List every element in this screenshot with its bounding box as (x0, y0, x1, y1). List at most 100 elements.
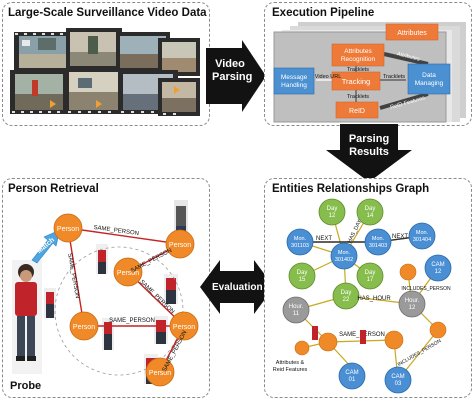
node-mon301103-l1: Mon. (294, 236, 307, 242)
node-mon301103: Mon.301103 (286, 228, 314, 256)
svg-text:Person: Person (169, 242, 191, 249)
svg-text:Person: Person (173, 324, 195, 331)
retrieval-title: Person Retrieval (8, 183, 99, 195)
pipeline-title: Execution Pipeline (272, 7, 375, 19)
box-attr-recognition-2: Recognition (341, 56, 376, 63)
node-mon301402: Mon.301402 (330, 242, 358, 270)
label-attributes: Attributes (396, 51, 420, 63)
node-day22-l2: 22 (343, 297, 350, 303)
node-hour11: Hour.11 (282, 296, 310, 324)
film-strip-6 (64, 68, 124, 114)
box-message-handling: Message (281, 74, 308, 81)
gallery-thumb-3 (44, 288, 56, 318)
box-data-managing: Data (422, 72, 436, 79)
graph-person-node-3 (384, 330, 404, 350)
node-cam03-l1: CAM (391, 374, 404, 380)
graph-title: Entities Relationships Graph (272, 183, 430, 195)
box-attr-recognition: Attributes (344, 48, 372, 55)
person-node-2: Person (165, 229, 195, 259)
node-mon301404-l2: 301404 (413, 237, 431, 243)
label-tracklets-1: Tracklets (347, 67, 369, 73)
node-day14-l1: Day (365, 206, 376, 212)
person-node-6: Person (145, 357, 175, 387)
box-data-managing-2: Managing (415, 80, 444, 87)
node-day17-l2: 17 (367, 277, 374, 283)
svg-text:Person: Person (57, 226, 79, 233)
video-data-title: Large-Scale Surveillance Video Data (8, 7, 207, 19)
edge-has-day: HAS_DAY (347, 219, 364, 245)
node-day15-l1: Day (297, 270, 308, 276)
node-day12-l1: Day (327, 206, 338, 212)
gallery-thumb-2 (164, 274, 178, 304)
evaluation-arrow (200, 260, 274, 314)
attr-note-l2: Reid Features (273, 367, 308, 373)
probe-label: Probe (10, 380, 42, 392)
probe-person (12, 260, 42, 374)
film-strip-2 (66, 28, 122, 70)
box-reid: ReID (349, 108, 365, 115)
node-hour12: Hour.12 (398, 290, 426, 318)
person-node-1: Person (53, 213, 83, 243)
node-cam01-l2: 01 (349, 377, 356, 383)
edge-includes-person: INCLUDES_PERSON (401, 286, 451, 292)
box-attributes: Attributes (397, 30, 427, 37)
box-tracking: Tracking (342, 77, 370, 86)
label-video-url: Video URL (315, 74, 342, 80)
node-day22-l1: Day (341, 290, 352, 296)
gallery-thumb-4 (154, 316, 168, 344)
node-day17-l1: Day (365, 270, 376, 276)
film-strip-1 (14, 32, 72, 72)
svg-text:Person: Person (117, 270, 139, 277)
person-node-3: Person (113, 257, 143, 287)
graph-person-node-5 (294, 340, 310, 356)
pipeline-diagram: Attributes Attributes Recognition Messag… (273, 22, 466, 123)
node-hour12-l1: Hour. (405, 298, 420, 304)
node-mon301404: Mon.301404 (408, 222, 436, 250)
node-cam01-l1: CAM (345, 370, 358, 376)
svg-text:Person: Person (149, 370, 171, 377)
node-cam12-l1: CAM (431, 262, 444, 268)
svg-text:SAME_PERSON: SAME_PERSON (109, 318, 155, 324)
node-mon301404-l1: Mon. (416, 230, 429, 236)
parsing-results-arrow (326, 124, 412, 182)
match-text: Match (36, 237, 56, 255)
node-cam12-l2: 12 (435, 269, 442, 275)
graph-person-node-1 (399, 263, 417, 281)
attr-note-l1: Attributes & (276, 360, 305, 366)
film-strip-5 (10, 70, 68, 114)
svg-text:SAME_PERSON: SAME_PERSON (66, 253, 80, 299)
edge-includes-person-2: INCLUDES_PERSON (397, 338, 443, 368)
node-mon301103-l2: 301103 (291, 243, 309, 249)
node-hour11-l1: Hour. (289, 304, 304, 310)
node-day15-l2: 15 (299, 277, 306, 283)
gallery-thumb-1 (96, 244, 108, 274)
video-frames-illustration (10, 28, 200, 116)
node-hour11-l2: 11 (293, 311, 300, 317)
person-node-4: Person (69, 311, 99, 341)
retrieval-graph: Person Person Person Person Person Perso… (12, 200, 199, 387)
node-mon301403-l2: 301403 (369, 243, 387, 249)
edge-next-2: NEXT (392, 234, 408, 240)
node-mon301403: Mon.301403 (364, 228, 392, 256)
svg-text:Person: Person (73, 324, 95, 331)
film-strip-4 (158, 38, 200, 76)
person-node-5: Person (169, 311, 199, 341)
video-parsing-arrow (206, 40, 266, 112)
evaluation-label: Evaluation (212, 282, 263, 293)
graph-person-node-2 (318, 332, 338, 352)
label-tracklets-2: Tracklets (383, 74, 405, 80)
node-day12-l2: 12 (329, 213, 336, 219)
node-hour12-l2: 12 (409, 305, 416, 311)
node-mon301402-l2: 301402 (335, 257, 353, 263)
node-mon301403-l1: Mon. (372, 236, 385, 242)
film-strip-8 (158, 78, 200, 116)
edge-has-hour: HAS_HOUR (357, 296, 391, 302)
box-message-handling-2: Handling (281, 82, 307, 89)
